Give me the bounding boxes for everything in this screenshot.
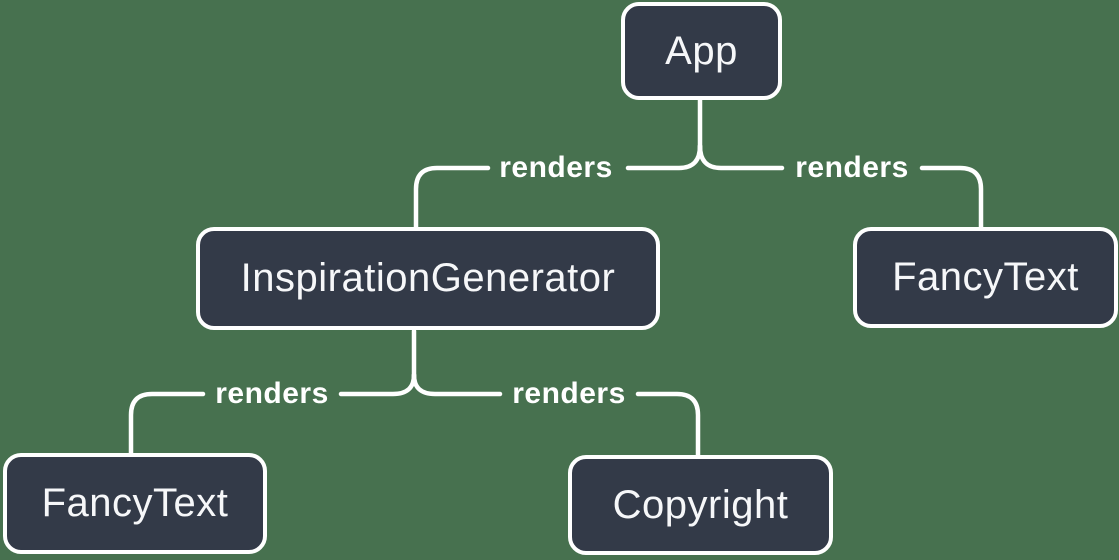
node-inspiration-generator-label: InspirationGenerator <box>240 256 616 300</box>
edge-line-app-to-inspirationgenerator-outer <box>413 165 491 230</box>
edge-label-app-inspirationgenerator: renders <box>499 151 613 184</box>
node-copyright: Copyright <box>568 455 833 555</box>
edge-line-app-to-inspirationgenerator-inner <box>625 143 703 171</box>
node-fancy-text-top: FancyText <box>853 227 1118 328</box>
node-fancy-text-bottom: FancyText <box>3 453 267 554</box>
edge-line-inspirationgenerator-to-copyright-outer <box>635 391 701 458</box>
edge-label-inspirationgenerator-fancytext: renders <box>215 377 329 410</box>
node-app-label: App <box>665 28 738 73</box>
node-fancy-text-bottom-label: FancyText <box>41 481 229 525</box>
edge-line-app-to-fancytext-inner <box>697 143 785 171</box>
edge-label-app-fancytext: renders <box>795 151 909 184</box>
node-app: App <box>621 2 782 100</box>
edge-line-app-to-fancytext-outer <box>919 165 984 230</box>
edge-line-inspirationgenerator-to-fancytext-outer <box>128 391 206 456</box>
node-copyright-label: Copyright <box>612 482 789 527</box>
edge-label-inspirationgenerator-copyright: renders <box>512 377 626 410</box>
node-inspiration-generator: InspirationGenerator <box>196 227 660 330</box>
edge-line-inspirationgenerator-to-fancytext-inner <box>338 372 417 397</box>
node-fancy-text-top-label: FancyText <box>892 255 1079 299</box>
edge-line-inspirationgenerator-to-copyright-inner <box>411 372 503 397</box>
